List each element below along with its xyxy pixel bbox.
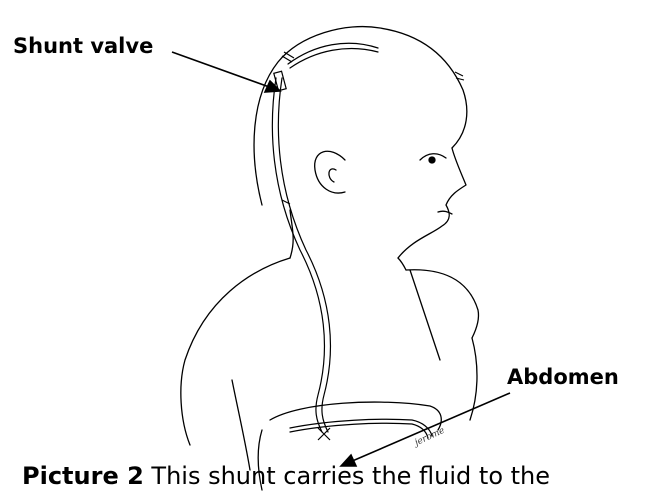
right-shoulder bbox=[406, 270, 479, 338]
neck-front bbox=[398, 258, 406, 270]
shunt-tubing-abdomen bbox=[290, 419, 432, 436]
arrow-to-valve bbox=[172, 52, 272, 88]
shunt-tubing bbox=[272, 78, 324, 432]
ear-inner bbox=[329, 169, 336, 182]
ear bbox=[315, 151, 345, 193]
label-shunt-valve: Shunt valve bbox=[13, 34, 153, 58]
caption-text: This shunt carries the fluid to the bbox=[144, 462, 550, 490]
belly-outline bbox=[270, 402, 441, 430]
caption-lead: Picture 2 bbox=[22, 462, 144, 490]
label-abdomen: Abdomen bbox=[507, 365, 619, 389]
left-arm-inner bbox=[232, 380, 250, 470]
arrow-to-abdomen bbox=[350, 393, 510, 462]
figure-caption: Picture 2 This shunt carries the fluid t… bbox=[22, 462, 656, 497]
left-shoulder bbox=[181, 258, 290, 445]
mouth bbox=[438, 211, 452, 214]
face-profile bbox=[398, 148, 466, 258]
chest bbox=[410, 270, 440, 360]
